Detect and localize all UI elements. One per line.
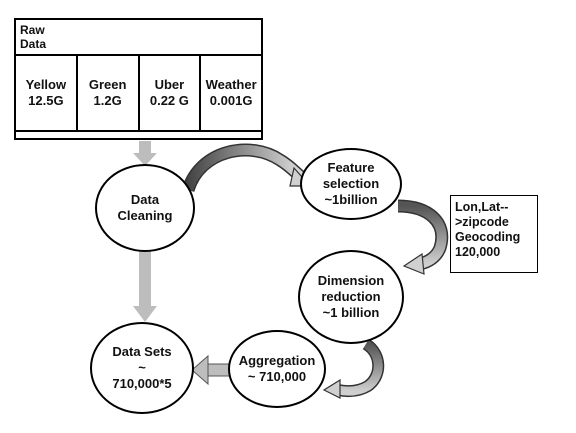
geocoding-note: Lon,Lat-- >zipcode Geocoding 120,000 [450, 195, 538, 273]
source-cell-yellow: Yellow 12.5G [16, 56, 78, 130]
raw-data-header-line1: Raw [20, 23, 45, 37]
node-aggregation: Aggregation ~ 710,000 [228, 330, 326, 408]
source-size: 12.5G [28, 93, 64, 108]
node-label-line1: Aggregation [238, 353, 316, 368]
source-size: 0.001G [209, 93, 253, 108]
node-data-cleaning: Data Cleaning [95, 164, 195, 252]
note-line2: >zipcode [455, 215, 509, 229]
note-line1: Lon,Lat-- [455, 200, 509, 214]
node-label-line3: ~1 billion [322, 305, 380, 320]
source-size: 1.2G [93, 93, 122, 108]
note-line4: 120,000 [455, 245, 501, 259]
source-cell-uber: Uber 0.22 G [140, 56, 202, 130]
source-cell-green: Green 1.2G [78, 56, 140, 130]
node-label-line2: ~ [138, 360, 146, 375]
arrow-aggregation-to-datasets [191, 354, 235, 386]
node-dimension-reduction: Dimension reduction ~1 billion [298, 250, 404, 344]
source-name: Uber [154, 77, 185, 92]
node-label-line2: ~ 710,000 [247, 369, 307, 384]
node-label-line2: reduction [321, 289, 381, 304]
node-feature-selection: Feature selection ~1billion [300, 148, 402, 220]
node-data-sets: Data Sets ~ 710,000*5 [90, 322, 194, 414]
source-name: Weather [205, 77, 257, 92]
raw-data-header: Raw Data [16, 20, 261, 56]
arrow-raw-to-cleaning [133, 141, 157, 166]
node-label-line3: ~1billion [324, 192, 378, 207]
arrow-dimension-to-aggregation [322, 338, 385, 399]
source-name: Yellow [25, 77, 67, 92]
node-label-line1: Dimension [317, 273, 385, 288]
node-label-line1: Data Sets [112, 344, 172, 359]
source-name: Green [88, 77, 127, 92]
node-label-line3: 710,000*5 [112, 376, 172, 391]
node-label-line1: Feature [327, 160, 375, 175]
arrow-cleaning-to-feature [181, 143, 312, 193]
raw-data-table: Raw Data Yellow 12.5G Green 1.2G Uber 0.… [14, 18, 263, 140]
note-line3: Geocoding [455, 230, 521, 244]
source-size: 0.22 G [149, 93, 189, 108]
arrow-feature-to-dimension [397, 199, 449, 275]
raw-data-header-line2: Data [20, 37, 47, 51]
raw-data-sources: Yellow 12.5G Green 1.2G Uber 0.22 G Weat… [16, 56, 261, 132]
source-cell-weather: Weather 0.001G [201, 56, 261, 130]
node-label-line1: Data [130, 192, 160, 207]
arrow-cleaning-to-datasets [133, 250, 157, 322]
node-label-line2: selection [322, 176, 380, 191]
node-label-line2: Cleaning [117, 208, 173, 223]
